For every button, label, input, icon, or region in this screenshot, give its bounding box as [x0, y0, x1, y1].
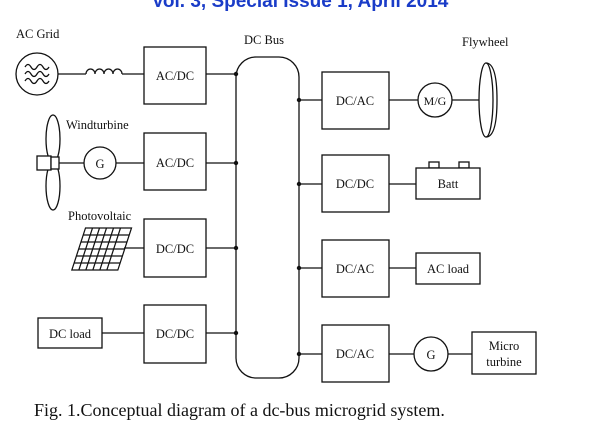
ac-load-label: AC load [427, 262, 470, 276]
ac-grid-label: AC Grid [16, 27, 60, 41]
page-header: Vol. 3, Special Issue 1, April 2014 [151, 0, 449, 12]
micro-turbine-label-line1: Micro [489, 339, 520, 353]
dc-ac-converter-microturbine [321, 324, 390, 383]
ac-grid-icon [15, 52, 59, 96]
dc-ac-converter-acload [321, 239, 390, 298]
battery-icon [415, 161, 481, 200]
dc-dc-converter-load-label: DC/DC [156, 327, 194, 341]
dc-ac-converter-flywheel-label: DC/AC [336, 94, 374, 108]
ac-dc-converter-grid [143, 46, 207, 105]
dc-load-label: DC load [49, 327, 92, 341]
wind-generator-label: G [95, 157, 104, 171]
motor-generator-label: M/G [424, 94, 447, 108]
micro-turbine-box [471, 331, 537, 375]
windturbine-label: Windturbine [66, 118, 129, 132]
inductor-icon [85, 68, 123, 75]
dc-dc-converter-battery [321, 154, 390, 213]
micro-turbine-label-line2: turbine [486, 355, 522, 369]
microgrid-diagram: DC Bus AC Grid AC/DC Windturbine G AC/DC [15, 27, 537, 383]
dc-dc-converter-battery-label: DC/DC [336, 177, 374, 191]
dc-load-box [37, 317, 103, 349]
microturbine-generator-label: G [426, 348, 435, 362]
wind-turbine-icon [36, 114, 61, 211]
figure-caption: Fig. 1.Conceptual diagram of a dc-bus mi… [34, 400, 445, 420]
dc-ac-converter-microturbine-label: DC/AC [336, 347, 374, 361]
ac-dc-converter-wind [143, 132, 207, 191]
dc-ac-converter-flywheel [321, 71, 390, 130]
ac-dc-converter-grid-label: AC/DC [156, 69, 194, 83]
flywheel-icon [478, 62, 498, 138]
ac-dc-converter-wind-label: AC/DC [156, 156, 194, 170]
solar-panel-icon [70, 227, 133, 271]
dc-dc-converter-load [143, 304, 207, 364]
battery-label: Batt [438, 177, 459, 191]
dc-bus [235, 56, 300, 379]
dc-ac-converter-acload-label: DC/AC [336, 262, 374, 276]
dc-bus-label: DC Bus [244, 33, 284, 47]
photovoltaic-label: Photovoltaic [68, 209, 132, 223]
dc-dc-converter-pv-label: DC/DC [156, 242, 194, 256]
ac-load-box [415, 252, 481, 285]
flywheel-label: Flywheel [462, 35, 509, 49]
